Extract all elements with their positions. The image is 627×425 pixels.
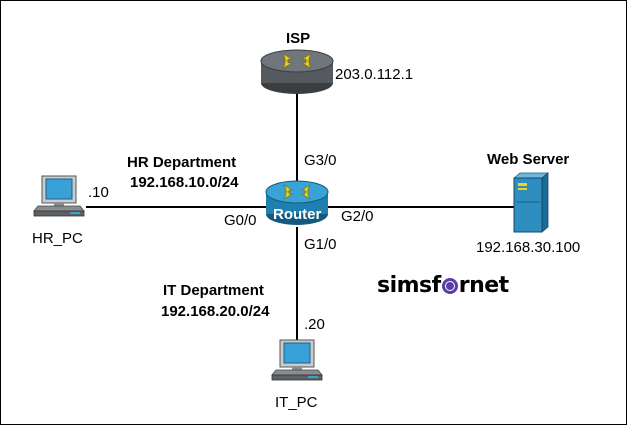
isp-ip: 203.0.112.1 [335, 66, 414, 83]
web-server-label: Web Server [487, 151, 570, 168]
hr-network-name: HR Department [127, 154, 237, 171]
web-server-ip: 192.168.30.100 [476, 239, 581, 256]
hr-pc-ip-suffix: .10 [88, 184, 109, 201]
it-pc-label: IT_PC [275, 394, 318, 411]
it-network-name: IT Department [163, 282, 264, 299]
router-label: Router [273, 206, 322, 223]
interface-g2-0: G2/0 [341, 208, 374, 225]
web-server-icon[interactable] [510, 172, 550, 234]
hr-pc-icon[interactable] [32, 175, 88, 221]
watermark-o-logo-icon [441, 278, 458, 294]
router-icon[interactable] [264, 177, 330, 227]
simsfornet-watermark: simsf rnet [377, 273, 509, 298]
hr-network-subnet: 192.168.10.0/24 [130, 174, 239, 191]
it-network-subnet: 192.168.20.0/24 [161, 303, 270, 320]
interface-g1-0: G1/0 [304, 236, 337, 253]
it-pc-ip-suffix: .20 [304, 316, 325, 333]
interface-g0-0: G0/0 [224, 212, 257, 229]
watermark-text-after: rnet [458, 273, 509, 298]
hr-pc-label: HR_PC [32, 230, 83, 247]
interface-g3-0: G3/0 [304, 152, 337, 169]
isp-router-icon[interactable] [259, 47, 335, 95]
it-pc-icon[interactable] [270, 339, 326, 385]
watermark-text-before: simsf [377, 273, 441, 298]
isp-label: ISP [286, 30, 311, 47]
